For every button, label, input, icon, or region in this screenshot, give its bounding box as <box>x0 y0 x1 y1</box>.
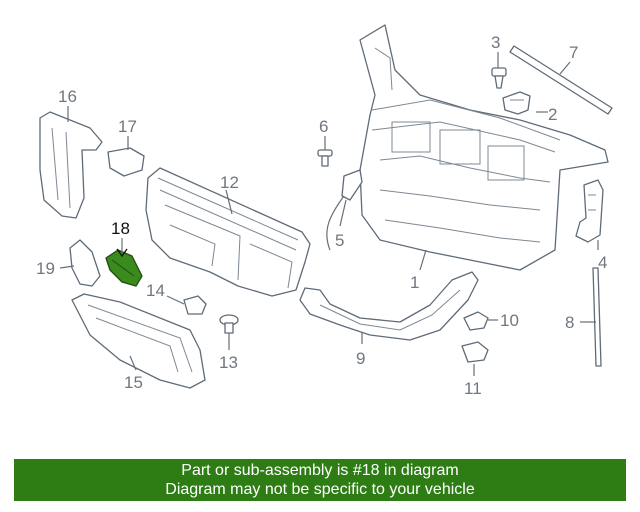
banner-line-2: Diagram may not be specific to your vehi… <box>165 481 475 498</box>
callout-6: 6 <box>319 117 328 136</box>
part-17-small-bracket[interactable] <box>107 147 145 177</box>
callout-3: 3 <box>491 33 500 52</box>
part-1-front-carrier[interactable] <box>359 24 609 271</box>
part-6-bolt[interactable] <box>317 149 333 167</box>
part-2-bracket[interactable] <box>502 91 531 115</box>
callout-12: 12 <box>220 173 239 192</box>
callout-16: 16 <box>58 87 77 106</box>
leader-lines <box>59 52 599 376</box>
callout-4: 4 <box>598 253 607 272</box>
callout-7: 7 <box>569 43 578 62</box>
part-14-clip[interactable] <box>183 295 207 315</box>
part-11-nut[interactable] <box>461 341 489 363</box>
info-banner: Part or sub-assembly is #18 in diagram D… <box>14 459 626 501</box>
callout-13: 13 <box>219 353 238 372</box>
part-9-lower-bracket[interactable] <box>299 271 479 341</box>
callout-11: 11 <box>464 379 482 398</box>
part-12-grille-frame[interactable] <box>145 167 311 297</box>
callout-14: 14 <box>146 281 165 300</box>
callout-8: 8 <box>565 313 574 332</box>
part-7-seal-strip[interactable] <box>509 45 613 115</box>
callout-10: 10 <box>500 311 519 330</box>
part-4-side-bracket[interactable] <box>575 179 604 243</box>
part-18-highlighted[interactable] <box>105 249 143 287</box>
part-19-side-piece[interactable] <box>69 239 101 287</box>
callout-18: 18 <box>111 219 130 238</box>
part-13-screw[interactable] <box>219 314 239 334</box>
callout-labels: 1 2 3 4 5 6 7 8 9 10 11 12 13 14 15 16 1… <box>36 33 607 398</box>
part-16-side-air-duct[interactable] <box>39 111 103 219</box>
part-5-cable-guide[interactable] <box>326 169 363 251</box>
callout-15: 15 <box>124 373 143 392</box>
part-10-bolt[interactable] <box>463 311 489 331</box>
callout-9: 9 <box>356 349 365 368</box>
part-3-clip[interactable] <box>491 67 507 89</box>
callout-5: 5 <box>335 231 344 250</box>
callout-1: 1 <box>410 273 419 292</box>
callout-17: 17 <box>118 117 137 136</box>
part-15-lower-air-guide[interactable] <box>71 293 206 389</box>
banner-line-1: Part or sub-assembly is #18 in diagram <box>181 462 459 479</box>
callout-2: 2 <box>548 105 557 124</box>
callout-19: 19 <box>36 259 55 278</box>
part-8-vertical-strip[interactable] <box>592 267 602 367</box>
